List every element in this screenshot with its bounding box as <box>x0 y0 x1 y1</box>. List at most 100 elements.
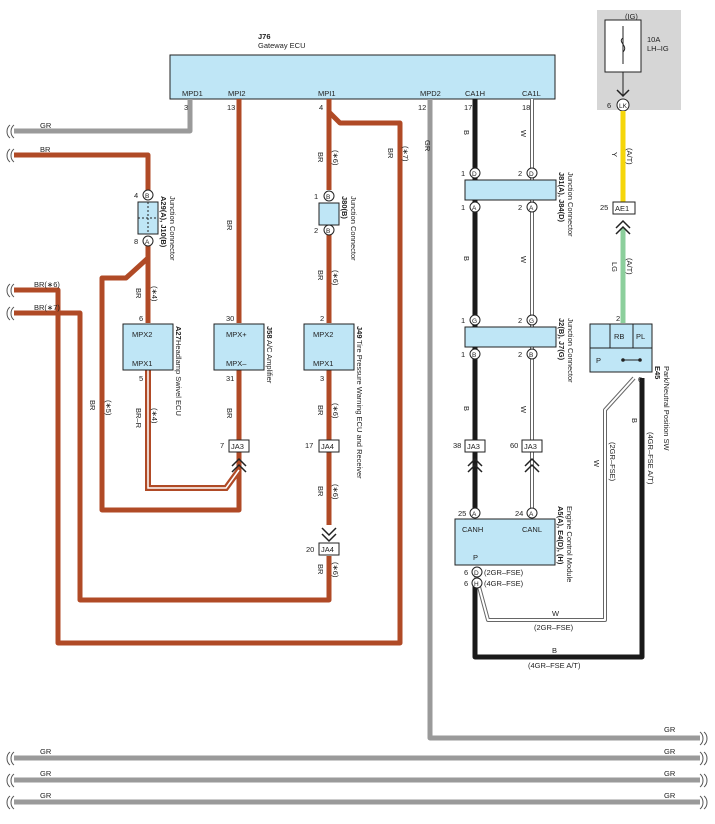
label-b-4gr-vert: B <box>630 418 639 423</box>
ja4-pin-a: 17 <box>305 441 313 450</box>
label-w-3: W <box>519 406 528 414</box>
wire-br7-loop <box>14 110 403 646</box>
ecu-pin-ca1l: CA1L <box>522 89 541 98</box>
a5-pin-l <box>526 507 538 519</box>
connector-ja3-a[interactable] <box>228 439 250 453</box>
fuse-rating: 10A <box>647 35 660 44</box>
junction-j2[interactable] <box>464 326 557 348</box>
j80-id: J80(B) <box>340 196 349 219</box>
a5-pinno-l: 24 <box>515 509 523 518</box>
a5-note-hh: (4GR–FSE) <box>484 579 524 588</box>
ecu-pin-mpd2: MPD2 <box>420 89 441 98</box>
fuse-pin: 6 <box>607 101 611 110</box>
break-icon <box>6 124 15 810</box>
ecu-pin-mpd1: MPD1 <box>182 89 203 98</box>
j81-pin-1 <box>469 167 481 179</box>
a27-name: Headlamp Swivel ECU <box>174 340 183 416</box>
label-br-j80: BR <box>316 270 325 281</box>
label-br-ja4b: BR <box>316 564 325 575</box>
headlamp-swivel-ecu[interactable] <box>122 323 174 371</box>
label-br-j49: BR <box>316 405 325 416</box>
label-n4-brr: (∗4) <box>150 408 159 424</box>
j49-name: Tire Pressure Warning ECU and Receiver <box>355 340 364 479</box>
a29-id: A29(A), J10(B) <box>159 196 168 248</box>
j58-bot: MPX– <box>226 359 247 368</box>
ecu-pinno-4: 4 <box>319 103 323 112</box>
label-gr-b2: GR <box>40 769 52 778</box>
fuse-terminal-label: LK <box>619 103 628 110</box>
a5-pinno-hh: 6 <box>464 579 468 588</box>
label-n6-ja4: (∗6) <box>331 484 340 500</box>
a27-pinno-top: 6 <box>139 314 143 323</box>
ecu-pinno-18: 18 <box>522 103 530 112</box>
label-b-2: B <box>462 256 471 261</box>
label-br6-left: BR(∗6) <box>34 280 60 289</box>
connector-ae1[interactable] <box>612 201 636 215</box>
label-n4-a27: (∗4) <box>150 286 159 302</box>
label-n6-j49: (∗6) <box>331 403 340 419</box>
j58-pinno-top: 30 <box>226 314 234 323</box>
a5-tag-l: A <box>529 511 534 518</box>
a29-pin-top <box>142 189 154 201</box>
connector-ja4-a[interactable] <box>318 439 340 453</box>
j2-pinno-4: 2 <box>518 350 522 359</box>
label-4gr-bottom: (4GR–FSE A/T) <box>528 661 581 670</box>
a5-tag-hh: H <box>474 581 479 588</box>
chevron-down-icon <box>321 527 337 543</box>
connector-ja3-b[interactable] <box>464 439 486 453</box>
wire-br-loop5 <box>99 256 242 513</box>
label-brr: BR–R <box>134 408 143 429</box>
ae1-label: AE1 <box>615 204 629 213</box>
label-br7-left: BR(∗7) <box>34 303 60 312</box>
a29-tag-top: B <box>145 193 149 200</box>
ecu-name: Gateway ECU <box>258 41 306 50</box>
ac-amplifier[interactable] <box>213 323 265 371</box>
connector-ja3-c[interactable] <box>521 439 543 453</box>
j80-pin-bot <box>323 224 335 236</box>
j80-tag-bot: B <box>326 228 330 235</box>
wire-br-left <box>14 152 151 190</box>
j2-tag-2: G <box>529 318 534 325</box>
label-br-loop5: BR <box>88 400 97 411</box>
fuse-source: (IG) <box>625 12 638 21</box>
a27-top: MPX2 <box>132 330 152 339</box>
label-gr-r1: GR <box>664 747 676 756</box>
engine-control-module[interactable] <box>454 518 556 566</box>
label-b-bottom: B <box>552 646 557 655</box>
j49-top: MPX2 <box>313 330 333 339</box>
e45-pinno-pl: 2 <box>616 314 620 323</box>
junction-j81[interactable] <box>464 179 557 201</box>
a27-pinno-bot: 5 <box>139 374 143 383</box>
label-n6-ja4b: (∗6) <box>331 562 340 578</box>
j2-pinno-1: 1 <box>461 316 465 325</box>
label-br-a27: BR <box>134 288 143 299</box>
tire-pressure-ecu[interactable] <box>303 323 355 371</box>
label-br-j58: BR <box>225 408 234 419</box>
j58-top: MPX+ <box>226 330 247 339</box>
label-n6-mpi1: (∗6) <box>331 150 340 166</box>
a29-pinno-bot: 8 <box>134 237 138 246</box>
label-gr-top: GR <box>40 121 52 130</box>
e45-pl: PL <box>636 332 645 341</box>
ecu-pinno-3: 3 <box>184 103 188 112</box>
j2-name: Junction Connector <box>566 318 575 383</box>
a29-name: Junction Connector <box>168 196 177 261</box>
gateway-ecu[interactable] <box>169 54 556 100</box>
j81-pinno-1: 1 <box>461 169 465 178</box>
label-gr-b1: GR <box>40 747 52 756</box>
j49-bot: MPX1 <box>313 359 333 368</box>
j2-tag-1: G <box>472 318 477 325</box>
label-b-1: B <box>462 130 471 135</box>
a29-pin-bot <box>142 235 154 247</box>
label-w-bottom: W <box>552 609 560 618</box>
connector-ja4-b[interactable] <box>318 542 340 556</box>
label-w-2gr: W <box>592 460 601 468</box>
label-w-1: W <box>519 130 528 138</box>
j81-id: J81(A), J84(D) <box>557 172 566 223</box>
ja3-b-label: JA3 <box>467 442 480 451</box>
a5-pin-d <box>471 566 483 578</box>
e45-name: Park/Neutral Position SW <box>662 366 671 452</box>
junction-j80[interactable] <box>318 202 340 226</box>
ja3-pin-c: 60 <box>510 441 518 450</box>
label-gr-r3: GR <box>664 791 676 800</box>
